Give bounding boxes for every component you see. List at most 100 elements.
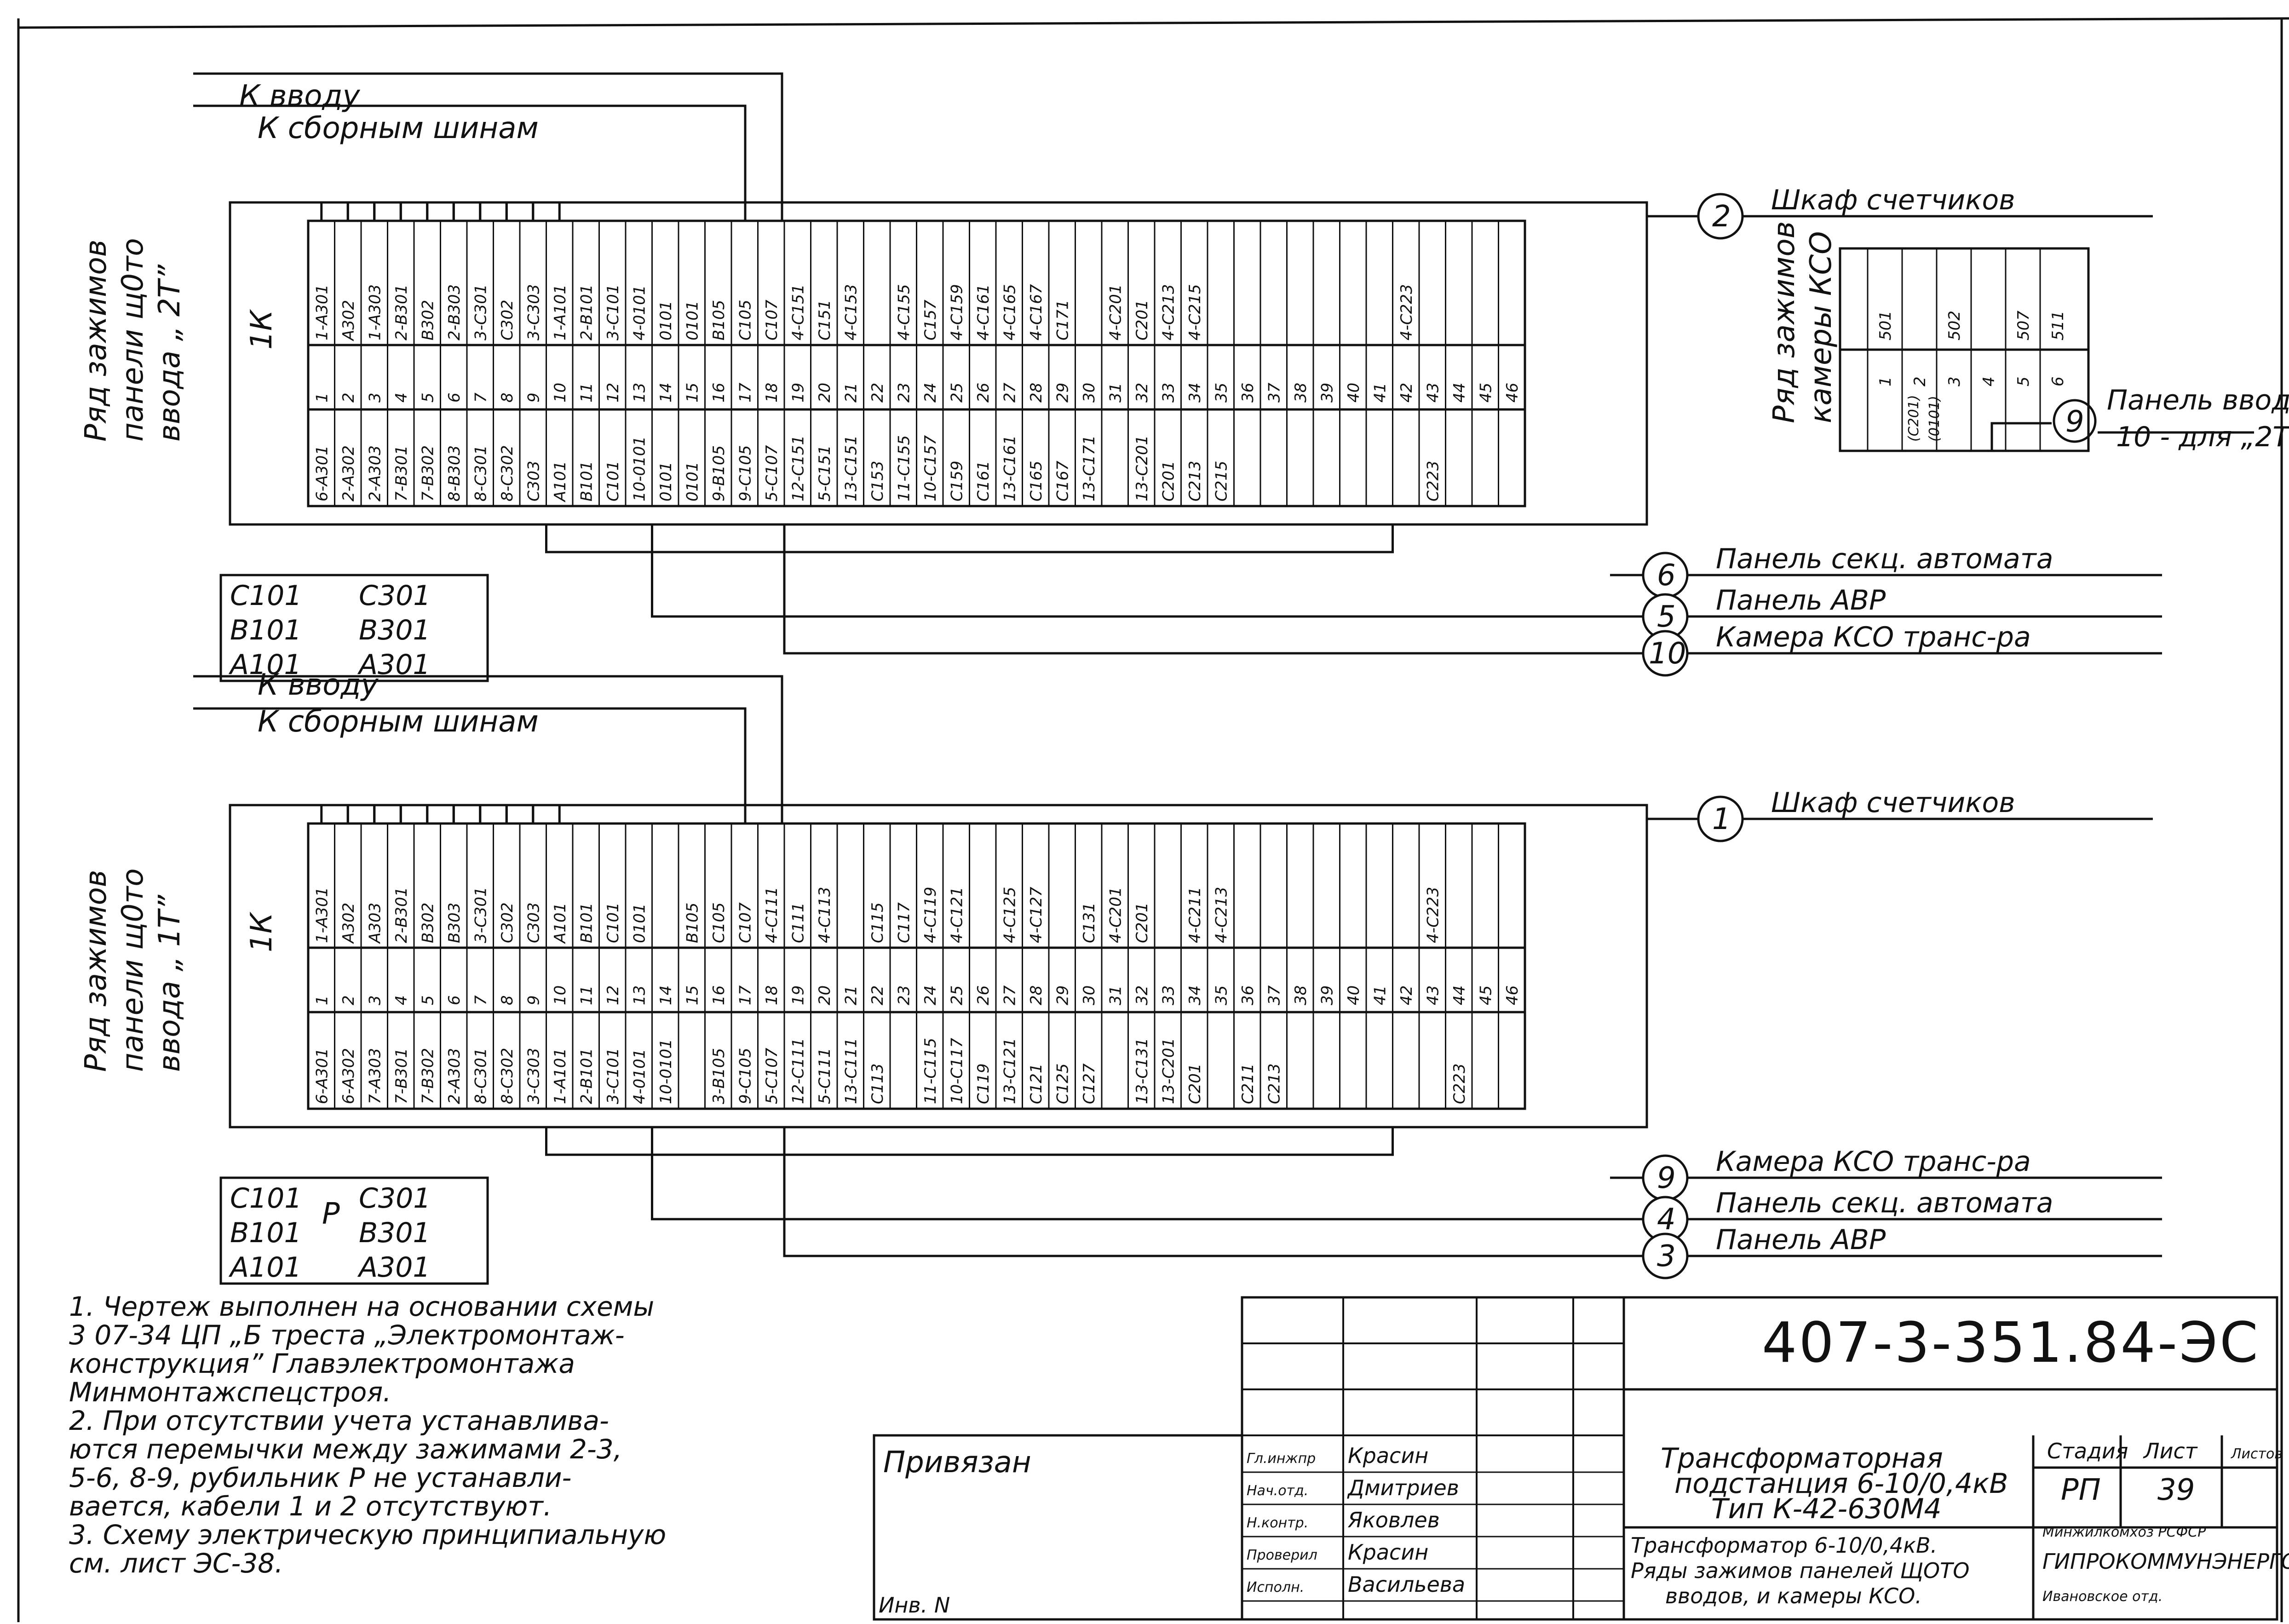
- bot-upper-label: 4-С119: [921, 887, 940, 943]
- bot-terminal-num: 4: [392, 995, 411, 1005]
- top-outer-box: [229, 201, 1648, 526]
- top-terminal-num: 23: [895, 383, 913, 403]
- staff-name: Дмитриев: [1347, 1475, 1459, 1500]
- switch-label: Р: [322, 1197, 340, 1231]
- note-line: Минмонтажспецстроя.: [69, 1376, 391, 1408]
- top-terminal-num: 14: [657, 383, 675, 403]
- bot-lower-label: 9-С105: [736, 1048, 754, 1104]
- top-upper-label: В105: [710, 300, 728, 340]
- top-terminal-num: 2: [339, 392, 358, 403]
- bot-lower-label: С113: [868, 1063, 887, 1104]
- kso-cable-num: 9: [2065, 405, 2084, 439]
- top-upper-label: 4-С155: [895, 284, 913, 340]
- top-terminal-num: 24: [921, 383, 940, 403]
- top-terminal-num: 1: [313, 392, 331, 403]
- top-upper-label: 3-С101: [604, 284, 622, 340]
- top-terminal-num: 19: [789, 383, 807, 403]
- bot-upper-label: 4-С121: [948, 887, 966, 943]
- top-cable-label: Шкаф счетчиков: [1771, 184, 2015, 216]
- top-upper-label: 2-В101: [577, 284, 596, 340]
- bot-upper-label: 4-С127: [1027, 887, 1046, 943]
- bot-terminal-num: 28: [1027, 985, 1046, 1005]
- bot-terminal-num: 39: [1318, 985, 1336, 1005]
- bot-lower-label: 4-0101: [630, 1049, 649, 1104]
- top-jumper: [532, 201, 561, 221]
- staff-role: Нач.отд.: [1247, 1483, 1308, 1499]
- privyazan-label: Привязан: [883, 1445, 1031, 1480]
- top-k-vvodu: К вводу: [239, 79, 361, 113]
- bot-terminal-num: 36: [1239, 985, 1257, 1005]
- top-upper-label: С151: [816, 299, 834, 340]
- top-upper-label: 4-С153: [842, 284, 860, 340]
- bot-aux-right: А301: [357, 1251, 431, 1284]
- top-terminal-num: 40: [1345, 383, 1363, 403]
- bot-terminal-num: 23: [895, 985, 913, 1005]
- bot-cable-circle: [1642, 1232, 1689, 1279]
- bot-terminal-num: 46: [1503, 985, 1522, 1005]
- bot-terminal-num: 19: [789, 985, 807, 1005]
- bot-upper-label: 2-В301: [392, 887, 411, 943]
- kso-left-label-2: (0101): [1927, 396, 1943, 442]
- bot-cable-num: 9: [1657, 1161, 1676, 1195]
- top-lower-label: 7-В301: [392, 445, 411, 501]
- bot-terminal-num: 34: [1186, 985, 1204, 1005]
- top-upper-label: А302: [339, 300, 358, 341]
- top-upper-label: 1-А301: [313, 284, 331, 340]
- top-cable-label: Камера КСО транс-ра: [1716, 621, 2031, 653]
- bot-lower-label: 10-0101: [657, 1039, 675, 1104]
- bot-upper-label: С107: [736, 902, 754, 943]
- top-upper-label: С302: [498, 299, 517, 340]
- note-line: 1. Чертеж выполнен на основании схемы: [69, 1291, 654, 1322]
- bot-terminal-num: 22: [868, 985, 887, 1005]
- bot-terminal-num: 20: [816, 985, 834, 1005]
- top-lower-label: В101: [577, 461, 596, 501]
- bot-terminal-num: 26: [974, 985, 993, 1005]
- sheet-header: Лист: [2143, 1439, 2198, 1463]
- bot-cable-circle: [1697, 795, 1744, 842]
- note-line: 3 07-34 ЦП „Б треста „Электромонтаж-: [69, 1319, 625, 1351]
- top-terminal-num: 21: [842, 383, 860, 403]
- bot-upper-label: 3-С301: [472, 887, 490, 943]
- top-upper-label: С201: [1133, 299, 1151, 340]
- bot-upper-label: В101: [577, 903, 596, 943]
- bot-lower-label: С223: [1450, 1063, 1469, 1104]
- top-terminal-num: 9: [524, 392, 543, 403]
- bot-lower-label: 3-С303: [524, 1048, 543, 1104]
- bot-terminal-num: 5: [419, 995, 437, 1005]
- top-cable-circle: [1642, 630, 1689, 677]
- top-lower-label: А101: [551, 461, 569, 502]
- bottom-caption-2: панели щ0то: [116, 868, 150, 1072]
- top-upper-label: 4-С151: [789, 284, 807, 340]
- top-upper-label: 2-В301: [392, 284, 411, 340]
- sheets-header: Листов: [2231, 1446, 2283, 1462]
- bottom-terminal-block: К вводу К сборным шинам Ряд зажимов пане…: [79, 668, 2162, 1285]
- bot-upper-label: 4-С201: [1106, 887, 1125, 943]
- bot-lower-label: 8-С302: [498, 1048, 517, 1104]
- top-upper-label: 4-С215: [1186, 284, 1204, 340]
- bot-upper-label: С105: [710, 902, 728, 943]
- bot-lower-label: 10-С117: [948, 1037, 966, 1104]
- bot-terminal-num: 30: [1080, 985, 1098, 1005]
- bot-terminal-num: 38: [1292, 985, 1310, 1005]
- stage-value: РП: [2061, 1473, 2101, 1507]
- bot-jumper: [452, 804, 482, 824]
- top-terminal-num: 18: [763, 383, 781, 403]
- top-upper-label: 1-А303: [366, 284, 384, 340]
- bot-feed-line-1: [193, 675, 783, 824]
- top-lower-label: 5-С107: [763, 445, 781, 501]
- bot-lower-label: С119: [974, 1063, 993, 1104]
- top-aux-right: В301: [359, 614, 431, 646]
- top-terminal-num: 39: [1318, 383, 1336, 403]
- bot-lower-label: С125: [1053, 1063, 1072, 1104]
- top-lower-label: 13-С161: [1001, 435, 1019, 501]
- kso-cable-circle: [2053, 399, 2097, 443]
- top-terminal-num: 10: [551, 383, 569, 403]
- top-terminal-num: 29: [1053, 383, 1072, 403]
- bot-cable-label: Камера КСО транс-ра: [1716, 1146, 2031, 1178]
- note-line: см. лист ЭС-38.: [69, 1548, 283, 1579]
- top-upper-label: В302: [419, 300, 437, 340]
- top-aux-left: С101: [230, 580, 302, 612]
- bot-terminal-num: 8: [498, 995, 517, 1005]
- note-line: 5-6, 8-9, рубильник Р не устанавли-: [69, 1462, 571, 1493]
